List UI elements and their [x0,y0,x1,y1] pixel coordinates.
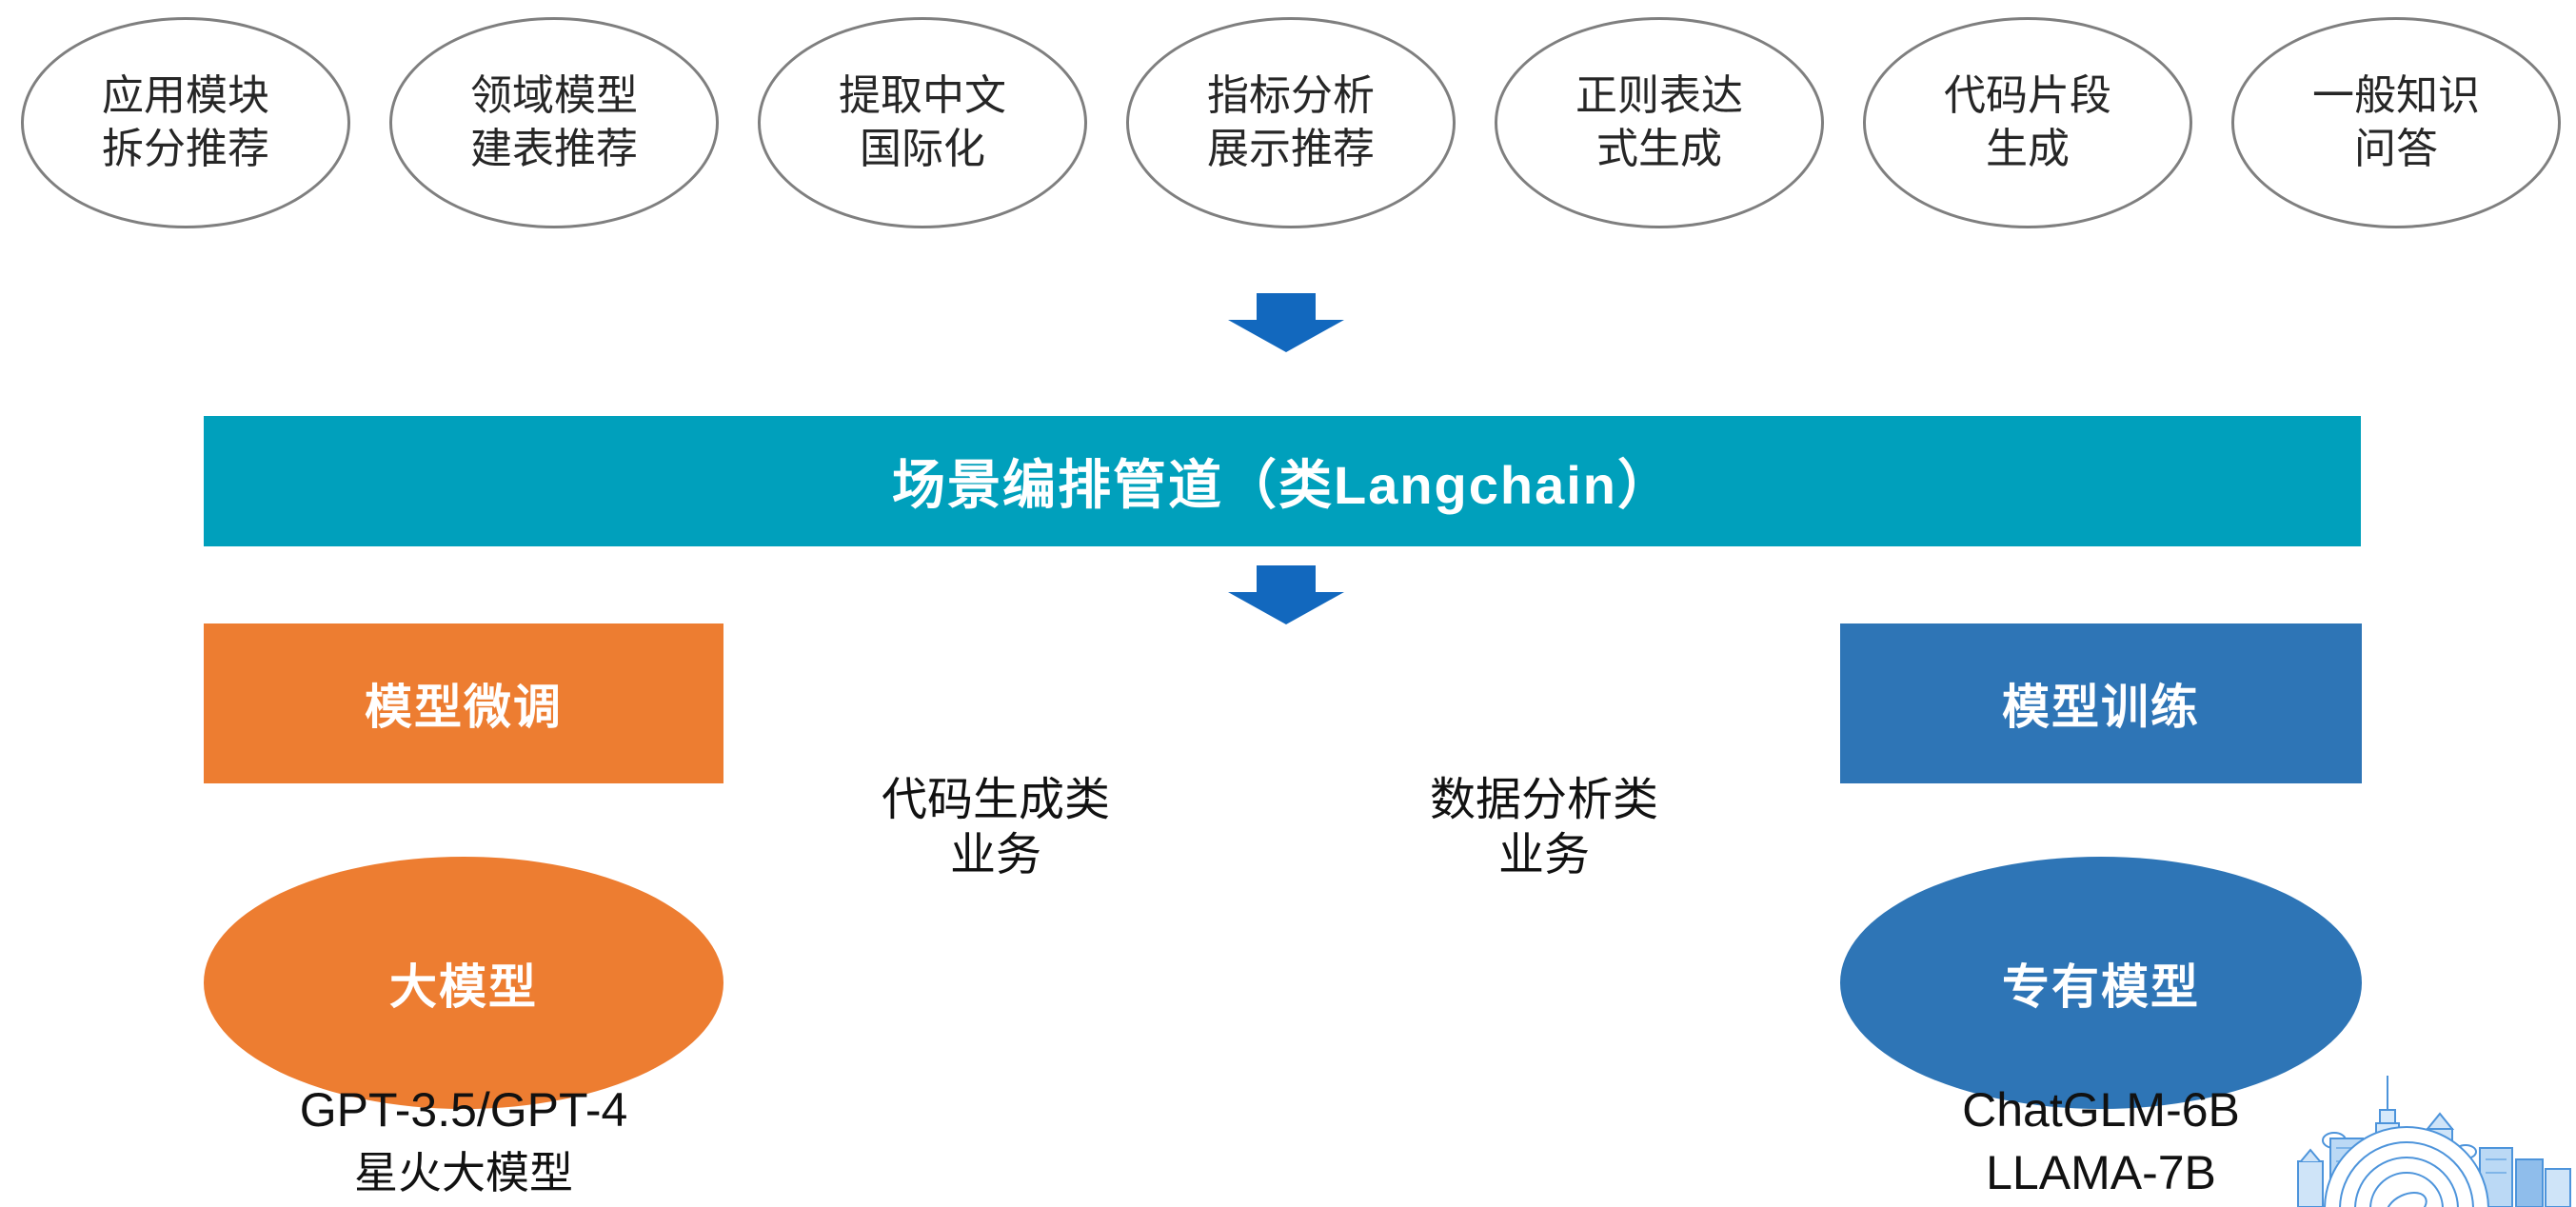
down-arrow-icon [1228,293,1344,352]
bubble-label: 式生成 [1596,126,1722,172]
pipeline-banner-label: 场景编排管道（类Langchain） [891,455,1674,515]
right-model-line2: LLAMA-7B [1986,1146,2216,1199]
bubble-label: 应用模块 [102,72,269,119]
right-model-line1: ChatGLM-6B [1962,1083,2240,1137]
bubble-label: 拆分推荐 [102,126,269,172]
proprietary-model-label: 专有模型 [2002,960,2200,1014]
capability-bubble-7: 一般知识 问答 [2231,17,2561,228]
large-model-ellipse: 大模型 [204,857,723,1109]
capability-bubble-6: 代码片段 生成 [1863,17,2192,228]
bubble-label: 问答 [2354,126,2438,172]
capability-bubble-2: 领域模型 建表推荐 [389,17,719,228]
training-box: 模型训练 [1840,623,2362,783]
biz-label-line: 数据分析类 [1429,775,1658,825]
capability-bubble-3: 提取中文 国际化 [758,17,1087,228]
data-analysis-business-label: 数据分析类 业务 [1354,773,1734,883]
capability-bubble-5: 正则表达 式生成 [1495,17,1824,228]
capability-bubble-1: 应用模块 拆分推荐 [21,17,350,228]
bubble-label: 指标分析 [1207,72,1375,119]
large-model-label: 大模型 [389,960,538,1014]
bubble-label: 一般知识 [2312,72,2480,119]
training-box-label: 模型训练 [2002,681,2200,734]
proprietary-model-ellipse: 专有模型 [1840,857,2362,1109]
left-model-line1: GPT-3.5/GPT-4 [299,1083,628,1137]
bubble-label: 提取中文 [839,72,1006,119]
biz-label-line: 业务 [1497,830,1590,881]
biz-label-line: 代码生成类 [881,775,1110,825]
bubble-label: 展示推荐 [1207,126,1375,172]
finetune-box-label: 模型微调 [365,681,563,734]
biz-label-line: 业务 [949,830,1041,881]
right-model-caption: ChatGLM-6B LLAMA-7B [1815,1083,2387,1199]
code-generation-business-label: 代码生成类 业务 [805,773,1186,883]
pipeline-banner: 场景编排管道（类Langchain） [204,416,2361,546]
bubble-label: 正则表达 [1575,72,1743,119]
bubble-label: 国际化 [860,126,985,172]
capability-bubble-4: 指标分析 展示推荐 [1126,17,1456,228]
bubble-label: 建表推荐 [470,126,638,172]
left-model-line2: 星火大模型 [354,1148,573,1197]
bubble-label: 领域模型 [470,72,638,119]
city-skyline-illustration [2297,1076,2571,1207]
bubble-label: 生成 [1986,126,2070,172]
finetune-box: 模型微调 [204,623,723,783]
left-model-caption: GPT-3.5/GPT-4 星火大模型 [178,1083,749,1199]
bubble-label: 代码片段 [1944,72,2111,119]
down-arrow-icon [1228,565,1344,624]
